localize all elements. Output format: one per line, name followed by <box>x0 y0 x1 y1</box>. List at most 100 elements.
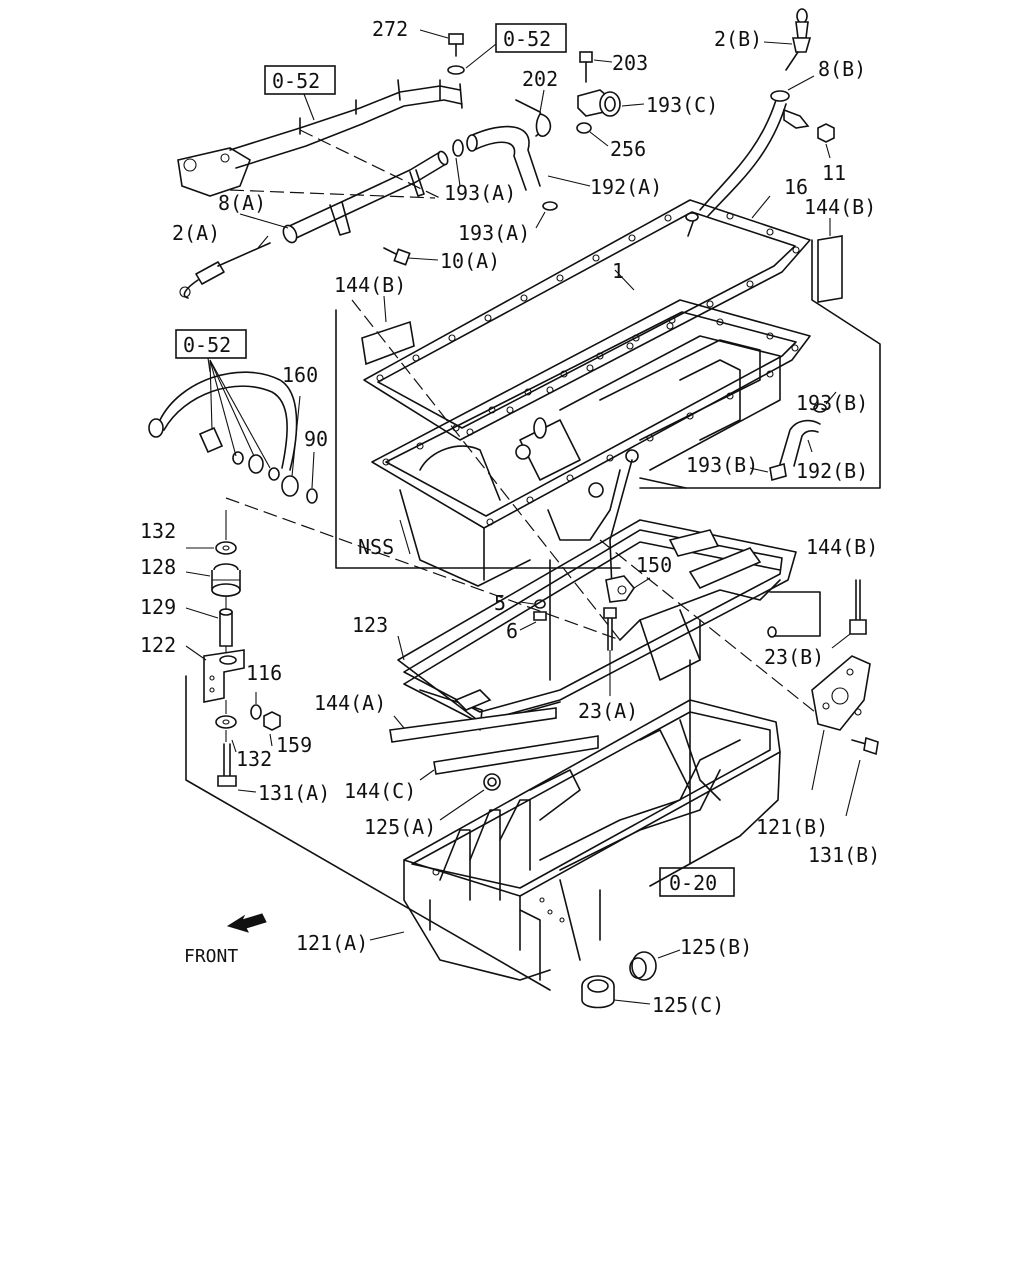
label-193a-1: 193(A) <box>444 181 516 205</box>
oil-pan-upper-1 <box>371 269 811 591</box>
label-160: 160 <box>282 363 318 387</box>
clip-202 <box>515 89 552 137</box>
label-129: 129 <box>140 595 176 619</box>
bolt-203 <box>579 51 613 83</box>
label-125b: 125(B) <box>680 935 752 959</box>
svg-text:0-52: 0-52 <box>183 333 231 357</box>
svg-text:0-52: 0-52 <box>503 27 551 51</box>
svg-text:0-20: 0-20 <box>669 871 717 895</box>
rear-cover-121b <box>811 655 871 791</box>
dipstick-guide-bracket-assembly <box>177 79 463 244</box>
rubber-mount-128 <box>211 563 241 597</box>
label-144b-1: 144(B) <box>804 195 876 219</box>
pan-flange-holes <box>382 316 799 526</box>
label-202: 202 <box>522 67 558 91</box>
leader-bracket-right <box>639 239 881 489</box>
ref-box-0-20: 0-20 <box>659 867 735 897</box>
front-arrow-icon <box>226 913 267 933</box>
gasket-bolt-holes <box>376 212 800 436</box>
label-23b: 23(B) <box>764 645 824 669</box>
svg-text:0-52: 0-52 <box>272 69 320 93</box>
clamp-193a-lower <box>535 201 558 229</box>
hose-192b <box>779 419 821 467</box>
label-193c: 193(C) <box>646 93 718 117</box>
label-144c: 144(C) <box>344 779 416 803</box>
label-front: FRONT <box>184 946 238 967</box>
label-16: 16 <box>784 175 808 199</box>
label-8b: 8(B) <box>818 57 866 81</box>
part-labels: 272 203 2(B) 8(B) 202 193(C) 256 11 193(… <box>140 17 880 1017</box>
seal-144c <box>419 735 599 781</box>
label-144a: 144(A) <box>314 691 386 715</box>
seal-144a <box>389 707 557 743</box>
label-192a: 192(A) <box>590 175 662 199</box>
oil-pan-lower-121a <box>369 699 781 981</box>
dashed-line-pan <box>351 299 621 641</box>
label-2a: 2(A) <box>172 221 220 245</box>
label-150: 150 <box>636 553 672 577</box>
nut-159 <box>263 711 281 731</box>
label-144b-2: 144(B) <box>334 273 406 297</box>
label-125a: 125(A) <box>364 815 436 839</box>
label-132-b: 132 <box>236 747 272 771</box>
clamp-193b-upper <box>813 391 837 413</box>
label-122: 122 <box>140 633 176 657</box>
bolt-10a <box>383 247 439 266</box>
label-144b-3: 144(B) <box>806 535 878 559</box>
leader-bracket-left <box>335 309 621 569</box>
nut-256 <box>576 122 609 147</box>
leader-bracket-lower <box>185 675 551 991</box>
bolt-131b <box>845 736 879 817</box>
washer-132-upper <box>215 541 237 555</box>
label-leader-lines <box>185 93 411 793</box>
bracket-150 <box>605 575 651 603</box>
seal-144b-left <box>361 295 415 366</box>
label-90: 90 <box>304 427 328 451</box>
label-10a: 10(A) <box>440 249 500 273</box>
label-1: 1 <box>612 259 624 283</box>
label-23a: 23(A) <box>578 699 638 723</box>
dipstick-tube-8b <box>685 75 815 237</box>
ref-box-0-52-middle: 0-52 <box>175 329 247 359</box>
label-131b: 131(B) <box>808 843 880 867</box>
label-123: 123 <box>352 613 388 637</box>
label-6: 6 <box>506 619 518 643</box>
plug-125a <box>439 773 501 821</box>
clamp-193a-upper <box>452 139 464 187</box>
bolt-23a <box>603 607 617 696</box>
bolt-23b <box>767 579 867 649</box>
label-159: 159 <box>276 733 312 757</box>
label-11: 11 <box>822 161 846 185</box>
label-116: 116 <box>246 661 282 685</box>
clamp-193c <box>577 89 645 117</box>
dipstick-b <box>763 8 812 71</box>
plug-125c <box>581 975 651 1009</box>
label-193b-2: 193(B) <box>686 453 758 477</box>
label-121b: 121(B) <box>756 815 828 839</box>
bolt-131a <box>217 743 237 787</box>
label-192b: 192(B) <box>796 459 868 483</box>
dashed-line-mount <box>225 497 621 641</box>
label-125c: 125(C) <box>652 993 724 1017</box>
clamp-193b-lower <box>749 462 787 482</box>
label-128: 128 <box>140 555 176 579</box>
label-8a: 8(A) <box>218 191 266 215</box>
hose-192a <box>466 125 591 191</box>
washer-132-lower <box>215 715 237 729</box>
hose-0-52-assembly <box>148 359 318 504</box>
dipstick-a <box>179 242 271 299</box>
sleeve-129 <box>219 608 233 647</box>
oring-5 <box>519 599 546 609</box>
bolt-6 <box>519 611 547 631</box>
label-193a-2: 193(A) <box>458 221 530 245</box>
bolt-272 <box>419 29 497 75</box>
bracket-122 <box>203 649 245 703</box>
plug-125b <box>629 949 681 981</box>
seal-144b-right <box>817 218 843 303</box>
label-256: 256 <box>610 137 646 161</box>
label-5: 5 <box>494 591 506 615</box>
label-131a: 131(A) <box>258 781 330 805</box>
stiffener-frame-123 <box>397 519 797 731</box>
dashed-line-right <box>599 539 821 717</box>
